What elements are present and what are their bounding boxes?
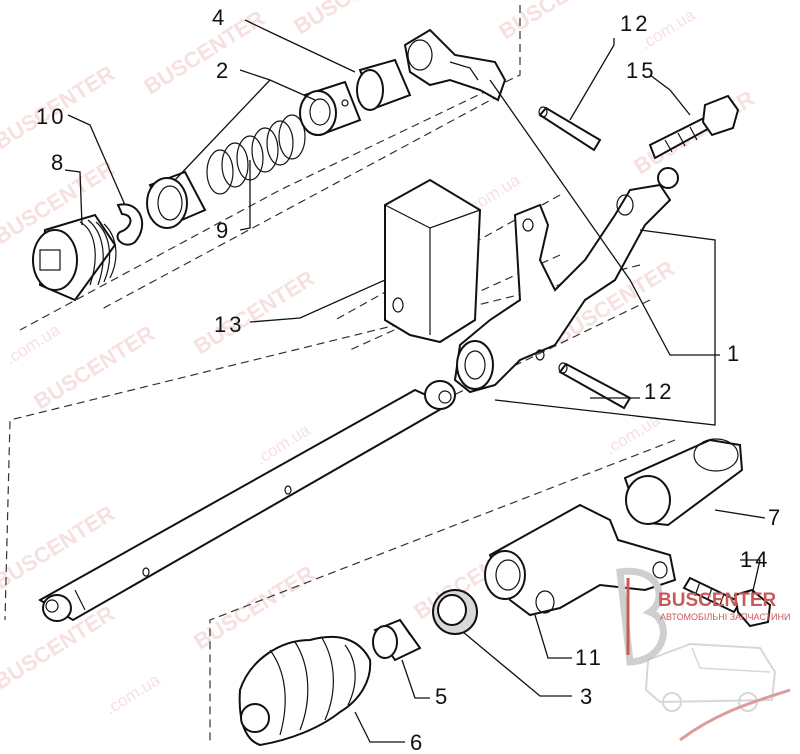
selector-shaft	[38, 380, 456, 622]
callout-7: 7	[768, 505, 783, 530]
callout-4: 4	[212, 5, 227, 30]
bushing-right	[299, 80, 362, 137]
cylinder-sleeve	[623, 438, 744, 527]
hex-bolt-lower	[682, 576, 772, 628]
callout-6: 6	[410, 730, 425, 754]
watermark-domain: .com.ua	[2, 320, 64, 368]
threaded-plug	[32, 213, 117, 302]
callout-13: 13	[214, 312, 244, 337]
callout-3: 3	[580, 684, 595, 709]
logo-subtitle: АВТОМОБІЛЬНІ ЗАПЧАСТИНИ	[660, 612, 790, 622]
circlip	[116, 203, 144, 246]
leader-lines	[64, 19, 766, 743]
callout-15: 15	[626, 58, 656, 83]
callout-12-upper: 12	[620, 11, 650, 36]
sleeve	[356, 58, 412, 111]
upper-bracket	[403, 28, 507, 102]
watermark-domain: .com.ua	[102, 670, 164, 718]
callout-11: 11	[575, 645, 604, 670]
watermark-text: BUSCENTER	[494, 0, 623, 44]
callout-14: 14	[740, 547, 770, 572]
watermark-text: BUSCENTER	[139, 5, 268, 99]
hex-bolt	[648, 94, 740, 160]
callout-12-lower: 12	[644, 379, 674, 404]
logo-wordmark: BUSCENTER	[658, 590, 777, 611]
logo-van-icon	[644, 642, 791, 742]
callout-numbers: 4 2 10 8 9 12 15 13 1 12 7 14 11 3 5 6	[36, 5, 783, 754]
roll-pin-lower	[558, 362, 632, 410]
callout-5: 5	[435, 684, 450, 709]
logo-b-mark	[616, 567, 667, 666]
buscenter-logo: BUSCENTER АВТОМОБІЛЬНІ ЗАПЧАСТИНИ	[616, 567, 791, 742]
roll-pin-upper	[538, 106, 602, 152]
callout-9: 9	[216, 218, 231, 243]
selector-lever	[453, 167, 679, 394]
watermark-layer: BUSCENTER BUSCENTER BUSCENTER BUSCENTER …	[0, 0, 759, 718]
watermark-text: BUSCENTER	[289, 0, 418, 39]
callout-2: 2	[216, 58, 231, 83]
rubber-boot	[238, 635, 372, 747]
callout-10: 10	[36, 104, 66, 129]
seal-ring	[432, 589, 478, 635]
callout-1: 1	[727, 341, 742, 366]
watermark-domain: .com.ua	[602, 410, 664, 458]
guide-block	[384, 178, 482, 344]
split-bushing	[372, 618, 422, 662]
coil-spring	[206, 114, 306, 195]
bushing-left	[146, 170, 207, 229]
watermark-text: BUSCENTER	[189, 265, 318, 359]
callout-8: 8	[51, 150, 66, 175]
